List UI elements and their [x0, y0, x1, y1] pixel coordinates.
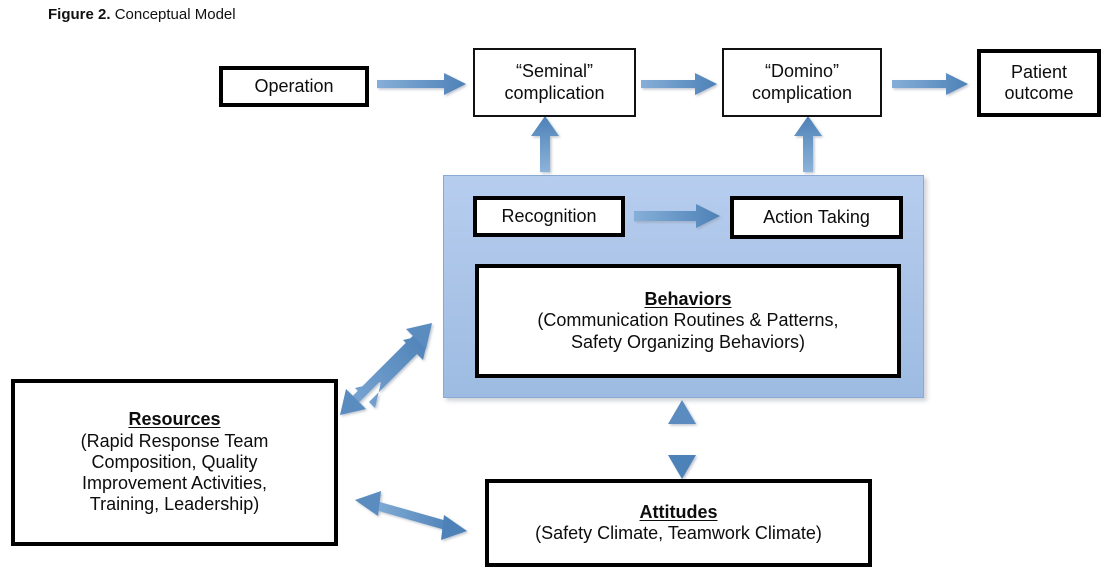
node-attitudes[interactable]: Attitudes (Safety Climate, Teamwork Clim…	[485, 479, 872, 567]
node-patient-outcome[interactable]: Patient outcome	[977, 49, 1101, 117]
node-patient-outcome-line1: Patient	[1010, 61, 1068, 82]
node-resources-line3: Improvement Activities,	[81, 473, 268, 494]
arrow-panel-to-attitudes	[668, 400, 696, 479]
node-behaviors[interactable]: Behaviors (Communication Routines & Patt…	[475, 264, 901, 378]
arrow-operation-to-seminal	[377, 73, 466, 95]
node-operation[interactable]: Operation	[219, 66, 369, 107]
node-domino-line2: complication	[751, 82, 853, 103]
figure-title: Conceptual Model	[114, 6, 236, 23]
node-domino-line1: “Domino”	[764, 61, 839, 82]
arrow-resources-to-panel	[340, 323, 432, 415]
node-action-taking-label: Action Taking	[763, 206, 870, 227]
node-attitudes-title: Attitudes	[639, 501, 718, 522]
node-domino-complication[interactable]: “Domino” complication	[722, 48, 882, 117]
node-recognition[interactable]: Recognition	[473, 196, 625, 237]
arrow-resources-to-attitudes	[355, 491, 467, 540]
figure-number: Figure 2.	[48, 6, 111, 23]
node-resources-line2: Composition, Quality	[91, 451, 258, 472]
node-recognition-label: Recognition	[501, 205, 597, 226]
node-attitudes-line1: (Safety Climate, Teamwork Climate)	[535, 523, 822, 543]
node-resources-title: Resources	[128, 409, 221, 430]
node-resources-line1: (Rapid Response Team	[80, 430, 269, 451]
node-seminal-line2: complication	[504, 82, 605, 103]
arrow-domino-to-patient-outcome	[892, 73, 968, 95]
node-action-taking[interactable]: Action Taking	[730, 196, 903, 239]
figure-caption: Figure 2. Conceptual Model	[48, 6, 236, 23]
node-resources-line4: Training, Leadership)	[89, 494, 260, 515]
arrow-seminal-to-domino	[641, 73, 717, 95]
node-resources[interactable]: Resources (Rapid Response Team Compositi…	[11, 379, 338, 546]
node-behaviors-title: Behaviors	[644, 289, 732, 310]
arrow-panel-to-seminal	[531, 116, 559, 172]
node-operation-label: Operation	[254, 75, 334, 96]
node-seminal-line1: “Seminal”	[515, 61, 594, 82]
node-patient-outcome-line2: outcome	[1004, 83, 1074, 103]
arrow-panel-to-domino	[794, 116, 822, 172]
node-seminal-complication[interactable]: “Seminal” complication	[473, 48, 636, 117]
node-behaviors-line1: (Communication Routines & Patterns,	[537, 310, 839, 331]
node-behaviors-line2: Safety Organizing Behaviors)	[570, 331, 806, 352]
